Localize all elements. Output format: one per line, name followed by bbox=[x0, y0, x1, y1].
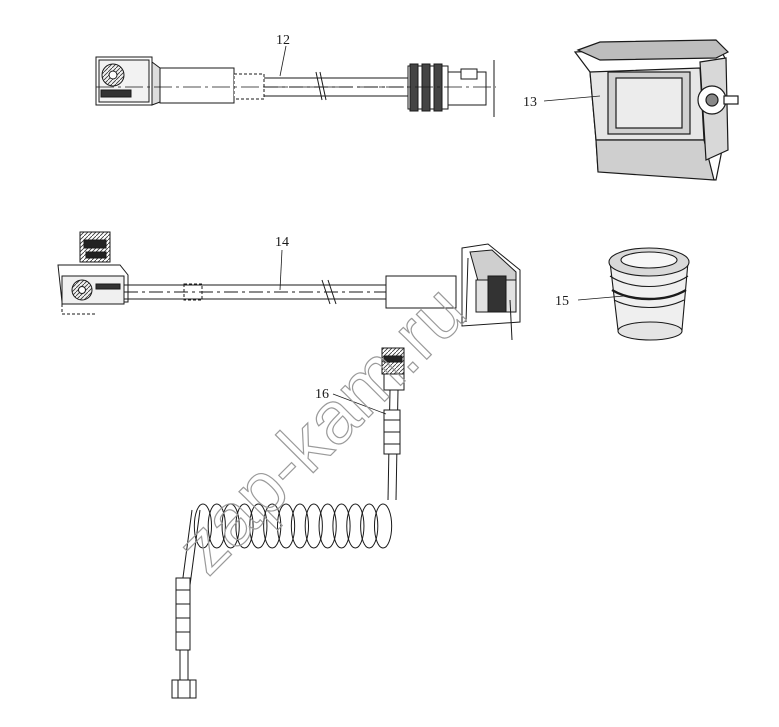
callout-13: 13 bbox=[523, 95, 537, 110]
coil-loop bbox=[207, 503, 226, 549]
leader-16 bbox=[332, 393, 387, 415]
leader-13 bbox=[543, 95, 601, 102]
part-12-right-connector bbox=[96, 60, 496, 117]
part-16-crimp-lower bbox=[175, 577, 191, 651]
coil-loop bbox=[193, 503, 213, 549]
part-14-cable bbox=[57, 231, 521, 341]
callout-14: 14 bbox=[275, 235, 289, 250]
coil-loop bbox=[249, 503, 268, 549]
part-14-wire bbox=[124, 279, 386, 305]
coil-loop bbox=[360, 503, 379, 549]
part-14-right-connector bbox=[385, 243, 521, 341]
callout-12: 12 bbox=[276, 33, 290, 48]
watermark: zap-kam.ru bbox=[161, 269, 481, 589]
part-16-crimp-upper bbox=[383, 409, 401, 455]
coil-loop bbox=[221, 503, 240, 549]
part-16-coil bbox=[193, 503, 393, 549]
part-12-wire bbox=[264, 71, 410, 101]
part-13-camera bbox=[543, 39, 739, 181]
part-16-coil-cable bbox=[171, 347, 405, 699]
part-16-nut bbox=[171, 679, 197, 699]
leader-12 bbox=[279, 45, 287, 77]
callout-16: 16 bbox=[315, 387, 329, 402]
coil-loop bbox=[304, 503, 323, 549]
leader-14 bbox=[279, 249, 283, 291]
callout-15: 15 bbox=[555, 294, 569, 309]
coil-loop bbox=[318, 503, 337, 549]
part-12-sleeve-left bbox=[159, 67, 235, 104]
coil-loop bbox=[346, 503, 365, 549]
part-12-left-connector bbox=[95, 56, 161, 106]
coil-loop bbox=[276, 503, 296, 549]
part-14-left-connector bbox=[57, 231, 129, 315]
coil-loop bbox=[290, 503, 310, 549]
coil-loop bbox=[373, 503, 393, 549]
coil-loop bbox=[263, 503, 282, 549]
part-15-cap bbox=[577, 247, 690, 341]
part-12-clip bbox=[233, 73, 265, 100]
part-16-top-connector bbox=[381, 347, 405, 391]
leader-15 bbox=[577, 295, 625, 301]
coil-loop bbox=[332, 503, 351, 549]
coil-loop bbox=[235, 503, 254, 549]
part-12-cable bbox=[95, 45, 496, 117]
